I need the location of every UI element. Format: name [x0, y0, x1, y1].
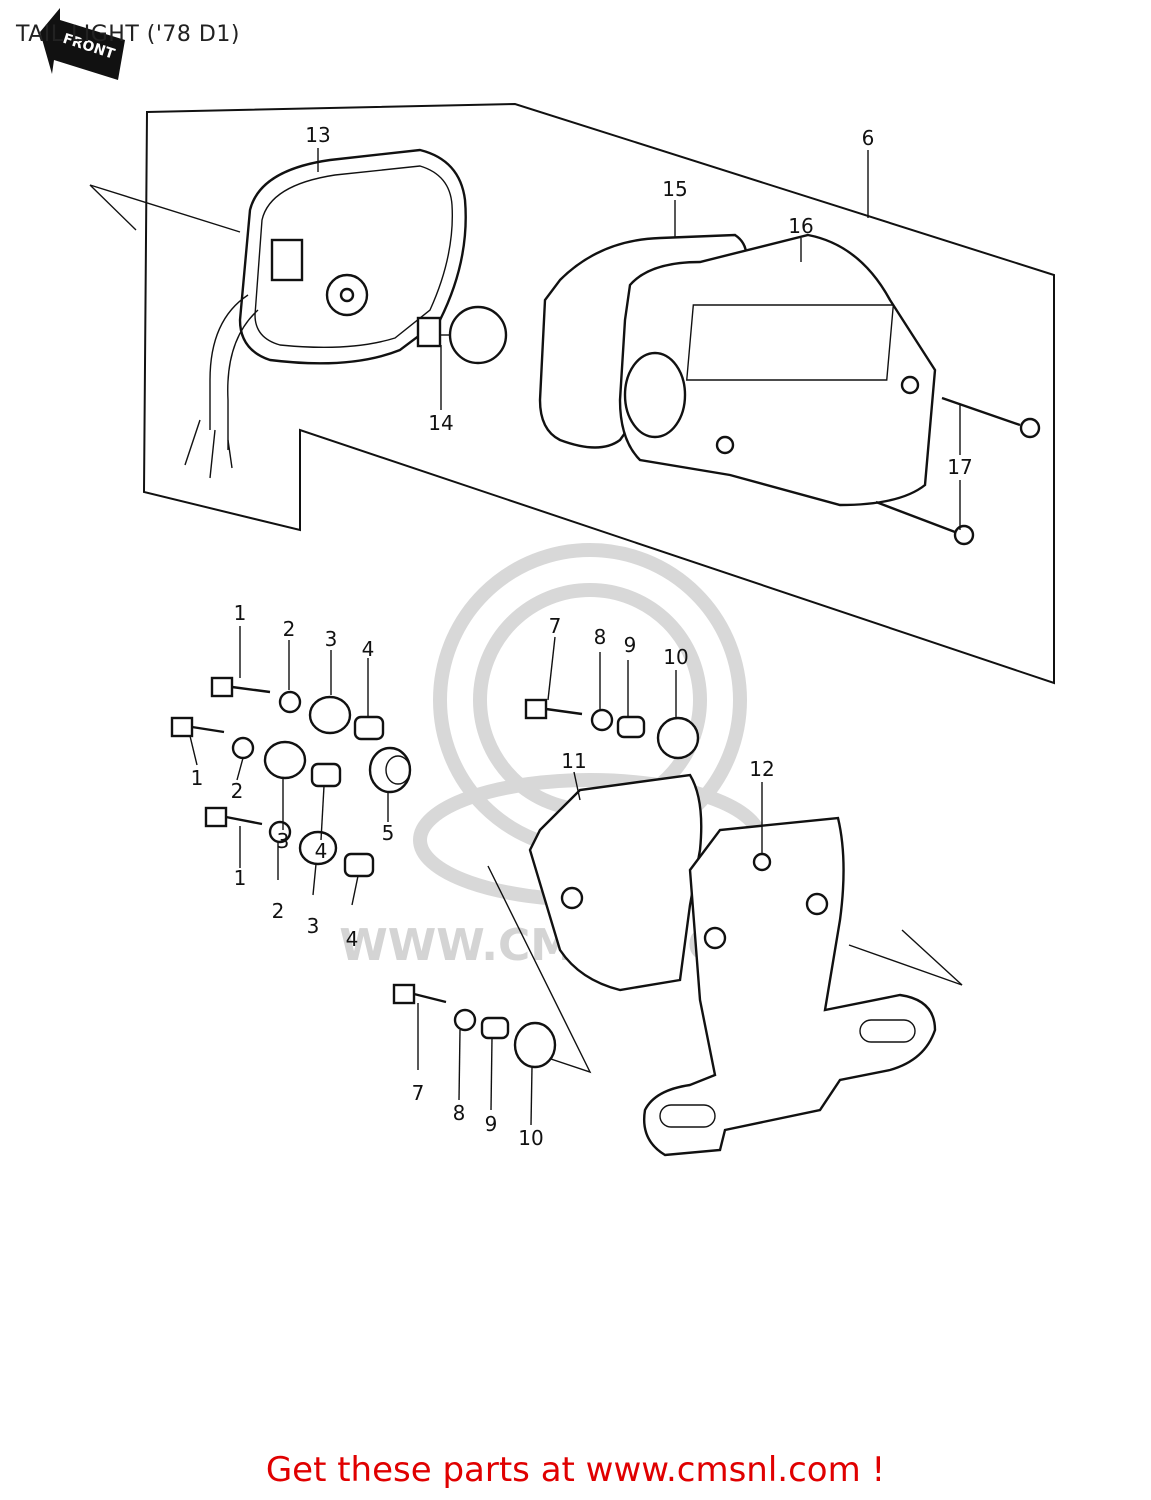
- callout-14: 14: [428, 411, 453, 435]
- fastener-set-right-top: [524, 698, 700, 760]
- callout-numbers: 13 14 6 15 16 17 1 2 3 4 1 2 3 4 5 1 2 3…: [191, 123, 973, 1150]
- callout-4: 4: [362, 637, 375, 661]
- screws-part-17: [875, 396, 1041, 546]
- callout-7: 7: [412, 1081, 425, 1105]
- page-title: TAIL LIGHT ('78 D1): [16, 22, 240, 47]
- callout-1: 1: [234, 866, 247, 890]
- plate-hole: [560, 886, 584, 910]
- callout-1: 1: [234, 601, 247, 625]
- lens-part-16: [618, 233, 937, 507]
- callout-8: 8: [453, 1101, 466, 1125]
- callout-3: 3: [325, 627, 338, 651]
- bulb-part-14: [416, 305, 508, 365]
- callout-17: 17: [947, 455, 972, 479]
- callout-3: 3: [307, 914, 320, 938]
- callout-8: 8: [594, 625, 607, 649]
- fastener-set-right-bottom: [392, 983, 557, 1069]
- callout-7: 7: [549, 614, 562, 638]
- callout-9: 9: [485, 1112, 498, 1136]
- bracket-part-12: [643, 816, 937, 1157]
- leader-arrows: [89, 184, 963, 1074]
- lamp-base-part-13: [184, 148, 467, 479]
- callout-1: 1: [191, 766, 204, 790]
- callout-leaders: [189, 148, 961, 1126]
- callout-13: 13: [305, 123, 330, 147]
- callout-9: 9: [624, 633, 637, 657]
- grommet-part-5: [368, 746, 412, 794]
- assembly-boundary: [142, 102, 1055, 685]
- callout-6: 6: [862, 126, 875, 150]
- callout-11: 11: [561, 749, 586, 773]
- callout-12: 12: [749, 757, 774, 781]
- plate-part-11: [528, 773, 703, 992]
- front-arrow-icon: FRONT: [40, 8, 125, 80]
- callout-4: 4: [346, 927, 359, 951]
- callout-4: 4: [315, 839, 328, 863]
- callout-2: 2: [283, 617, 296, 641]
- callout-5: 5: [382, 821, 395, 845]
- footer-link-text[interactable]: Get these parts at www.cmsnl.com !: [265, 1450, 886, 1490]
- callout-16: 16: [788, 214, 813, 238]
- callout-2: 2: [231, 779, 244, 803]
- callout-3: 3: [277, 829, 290, 853]
- fastener-set-left: [170, 676, 385, 878]
- callout-10: 10: [663, 645, 688, 669]
- callout-2: 2: [272, 899, 285, 923]
- callout-15: 15: [662, 177, 687, 201]
- callout-10: 10: [518, 1126, 543, 1150]
